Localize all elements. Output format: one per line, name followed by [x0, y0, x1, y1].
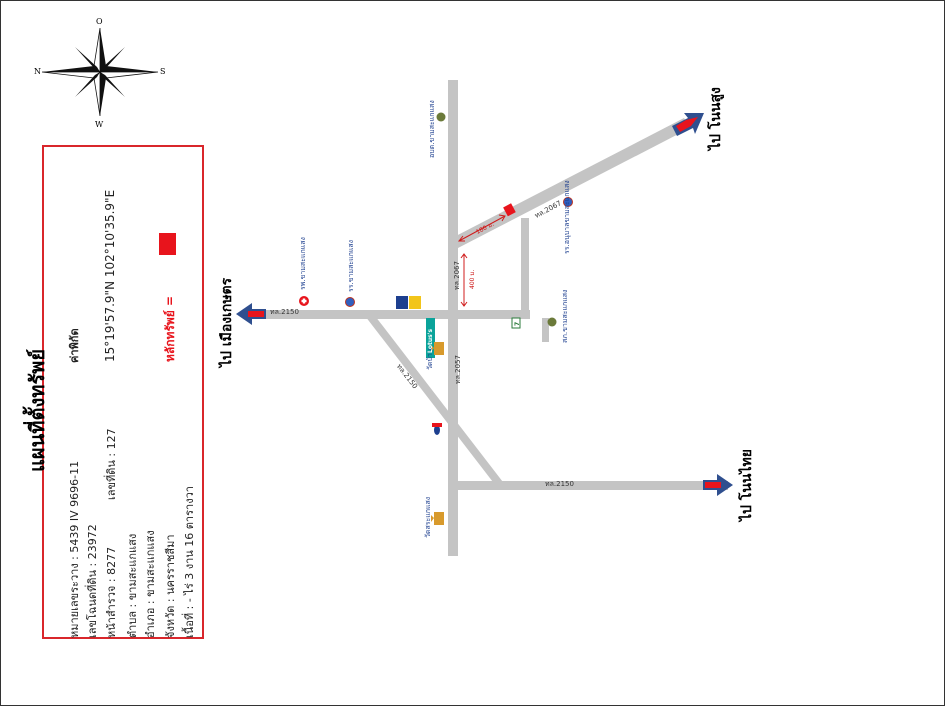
distance-markers [457, 214, 506, 307]
police-icon [547, 317, 557, 327]
info-box [42, 145, 204, 639]
compass-n-label: N [34, 67, 41, 76]
wat-ban-icon [431, 342, 444, 355]
school2-icon [563, 197, 573, 207]
wat-kham-label: วัดสระแกแสง [424, 496, 432, 538]
direction-non-thai: ไป โนนไทย [739, 449, 755, 521]
map-sheet-text: หมายเลขระวาง : 5439 IV 9696-11 [68, 460, 81, 638]
road-label-2057: ทล.2057 [454, 355, 462, 384]
land-no-text: เลขที่ดิน : 127 [105, 428, 118, 500]
fuel-station-icon [396, 296, 421, 309]
compass-w-label: W [95, 120, 104, 129]
compass-rose-icon [41, 27, 159, 117]
compass-o-label: O [96, 17, 103, 26]
compass-s-label: S [160, 67, 165, 76]
police-label: สภ.ขามสะแกแสง [561, 289, 569, 343]
survey-page-text: หน้าสำรวจ : 8277 [105, 546, 118, 638]
arrow-to-non-thai-icon [703, 474, 733, 496]
road-label-2150-top: ทล.2150 [270, 308, 299, 316]
property-marker [503, 203, 516, 217]
amphoe-text: อำเภอ : ขามสะแกแสง [144, 530, 157, 638]
district-office-icon [436, 112, 446, 122]
province-text: จังหวัด : นครราชสีมา [164, 534, 177, 638]
distance-400-label: 400 ม. [469, 269, 476, 289]
road-small-stub [542, 318, 549, 342]
direction-mueang-kaset: ไป เมืองเกษตร [219, 277, 235, 367]
school1-label: รร.ขามสะแกแสง [347, 239, 355, 292]
district-office-label: อบต.ขามสะแกแสง [428, 100, 436, 158]
lotus-label: Lotus's [427, 328, 434, 353]
road-network [250, 80, 728, 556]
parcel-no-text: เลขโฉนดที่ดิน : 23972 [86, 524, 99, 638]
ptt-icon [432, 423, 442, 435]
legend-label: หลักทรัพย์ = [163, 295, 177, 362]
map-title: แผนที่ตั้งทรัพย์ [25, 348, 49, 472]
road-label-2150-bottom: ทล.2150 [545, 480, 574, 488]
legend-swatch [159, 233, 176, 255]
area-text: เนื้อที่ : - ไร่ 3 งาน 16 ตารางวา [183, 486, 196, 638]
seven-eleven-label: 7 [514, 321, 521, 326]
road-side-vertical [521, 218, 529, 314]
road-2150-bottom [453, 481, 728, 490]
school1-icon [345, 297, 355, 307]
road-2067-diagonal [452, 118, 690, 248]
school2-label: รร.อนุบาลขามสะแกแสง [563, 180, 571, 254]
arrow-to-mueang-kaset-icon [236, 303, 266, 325]
coord-value: 15°19'57.9"N 102°10'35.9"E [103, 189, 117, 362]
seven-eleven-icon [511, 317, 521, 329]
direction-non-sung: ไป โนนสูง [708, 87, 724, 150]
lotus-icon [426, 318, 435, 358]
wat-kham-icon [431, 512, 444, 525]
tambon-text: ตำบล : ขามสะแกแสง [126, 533, 139, 638]
coord-label: ค่าพิกัด [68, 328, 81, 363]
arrow-to-non-sung-icon [672, 113, 704, 136]
road-2150-diagonal [362, 312, 506, 486]
road-2150-top [250, 310, 530, 319]
road-label-2067-vertical: ทล.2067 [453, 261, 461, 290]
hospital-label: รพ.ขามสะแกแสง [299, 237, 307, 290]
